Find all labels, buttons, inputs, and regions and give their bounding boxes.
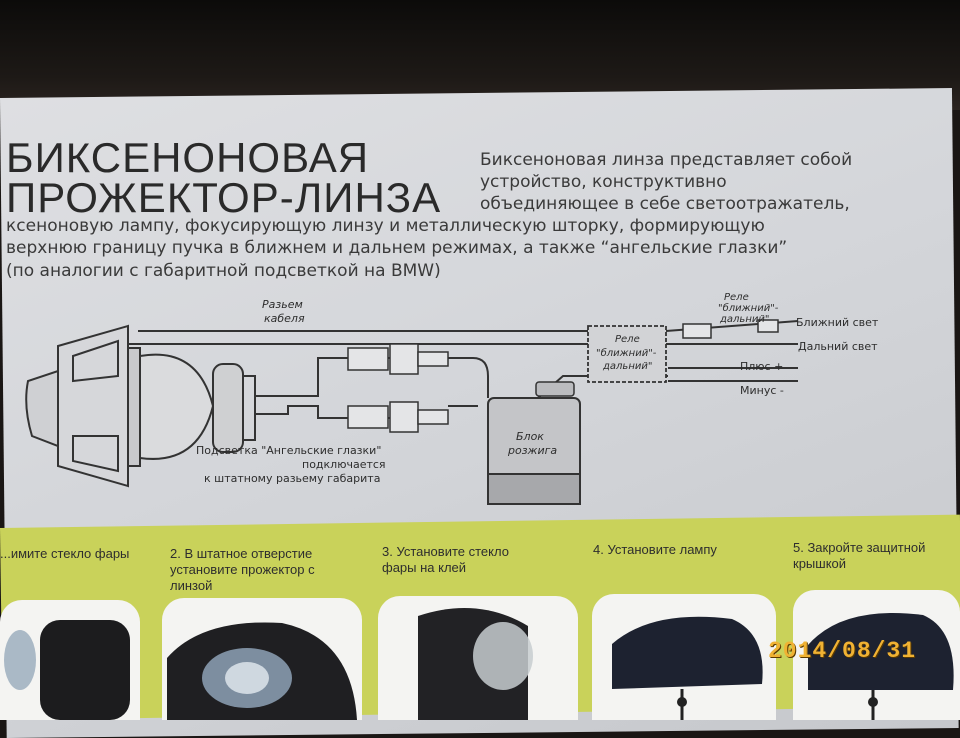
step-2-photo (162, 598, 362, 720)
step-4-photo (592, 594, 776, 720)
step-5: 5. Закройте защитной крышкой (793, 540, 925, 572)
headlight-icon (418, 608, 533, 720)
headlight-icon (612, 616, 763, 720)
step-3-line-1: 3. Установите стекло (382, 544, 509, 559)
label-ignition-1: Блок (516, 430, 544, 443)
step-2-line-2: установите прожектор с (170, 562, 315, 577)
step-3: 3. Установите стекло фары на клей (382, 544, 509, 576)
step-4: 4. Установите лампу (593, 542, 717, 558)
label-angel-eyes-2: подключается (302, 458, 386, 471)
step-2: 2. В штатное отверстие установите прожек… (170, 546, 315, 594)
label-relay-top-3: дальний" (719, 314, 769, 325)
description-line-3: объединяющее в себе светоотражатель, (480, 194, 850, 214)
headlight-icon (167, 622, 357, 720)
ignition-block (487, 381, 581, 505)
connectors (347, 319, 779, 433)
step-2-line-1: 2. В штатное отверстие (170, 546, 313, 561)
projector-lens-drawing (25, 324, 256, 488)
step-2-line-3: линзой (170, 578, 213, 593)
title-line-1: БИКСЕНОНОВАЯ (6, 134, 370, 181)
headlight-icon (4, 620, 130, 720)
title-line-2: ПРОЖЕКТОР-ЛИНЗА (6, 174, 442, 221)
label-minus: Минус - (740, 384, 784, 397)
step-1-line-1: ...имите стекло фары (0, 546, 130, 561)
label-angel-eyes-1: Подсветка "Ангельские глазки" (196, 444, 381, 457)
wiring-diagram: Разьем кабеля Реле "ближний"- дальний" Р… (25, 292, 879, 505)
step-1-photo (0, 600, 140, 720)
headlight-icon (808, 613, 954, 720)
relay-box (587, 325, 667, 383)
step-3-line-2: фары на клей (382, 560, 467, 575)
label-high-beam: Дальний свет (798, 340, 878, 353)
description-line-5: верхнюю границу пучка в ближнем и дальне… (6, 238, 788, 258)
label-plus: Плюс + (740, 360, 783, 373)
label-cable-connector-1: Разьем (262, 298, 303, 311)
step-5-photo (793, 590, 960, 720)
label-low-beam: Ближний свет (796, 316, 879, 329)
label-relay-mid-2: "ближний"- (596, 347, 657, 359)
step-3-photo (378, 596, 578, 720)
description-line-6: (по аналогии с габаритной подсветкой на … (6, 261, 441, 281)
label-relay-mid-3: дальний" (602, 361, 652, 372)
label-ignition-2: розжига (507, 444, 557, 457)
label-angel-eyes-3: к штатному разьему габарита (204, 472, 380, 485)
date-stamp: 2014/08/31 (768, 638, 917, 664)
label-relay-top-1: Реле (724, 292, 749, 303)
product-title: БИКСЕНОНОВАЯ ПРОЖЕКТОР-ЛИНЗА (6, 134, 442, 221)
step-5-line-1: 5. Закройте защитной (793, 540, 926, 555)
step-1: ...имите стекло фары (0, 546, 129, 562)
step-4-line-1: 4. Установите лампу (593, 542, 717, 557)
description-line-1: Биксеноновая линза представляет собой (480, 150, 853, 170)
label-relay-mid-1: Реле (615, 334, 640, 345)
label-relay-top-2: "ближний"- (718, 302, 779, 314)
description-line-2: устройство, конструктивно (480, 172, 727, 192)
label-cable-connector-2: кабеля (264, 312, 305, 325)
description-line-4: ксеноновую лампу, фокусирующую линзу и м… (6, 216, 765, 236)
step-5-line-2: крышкой (793, 556, 847, 571)
